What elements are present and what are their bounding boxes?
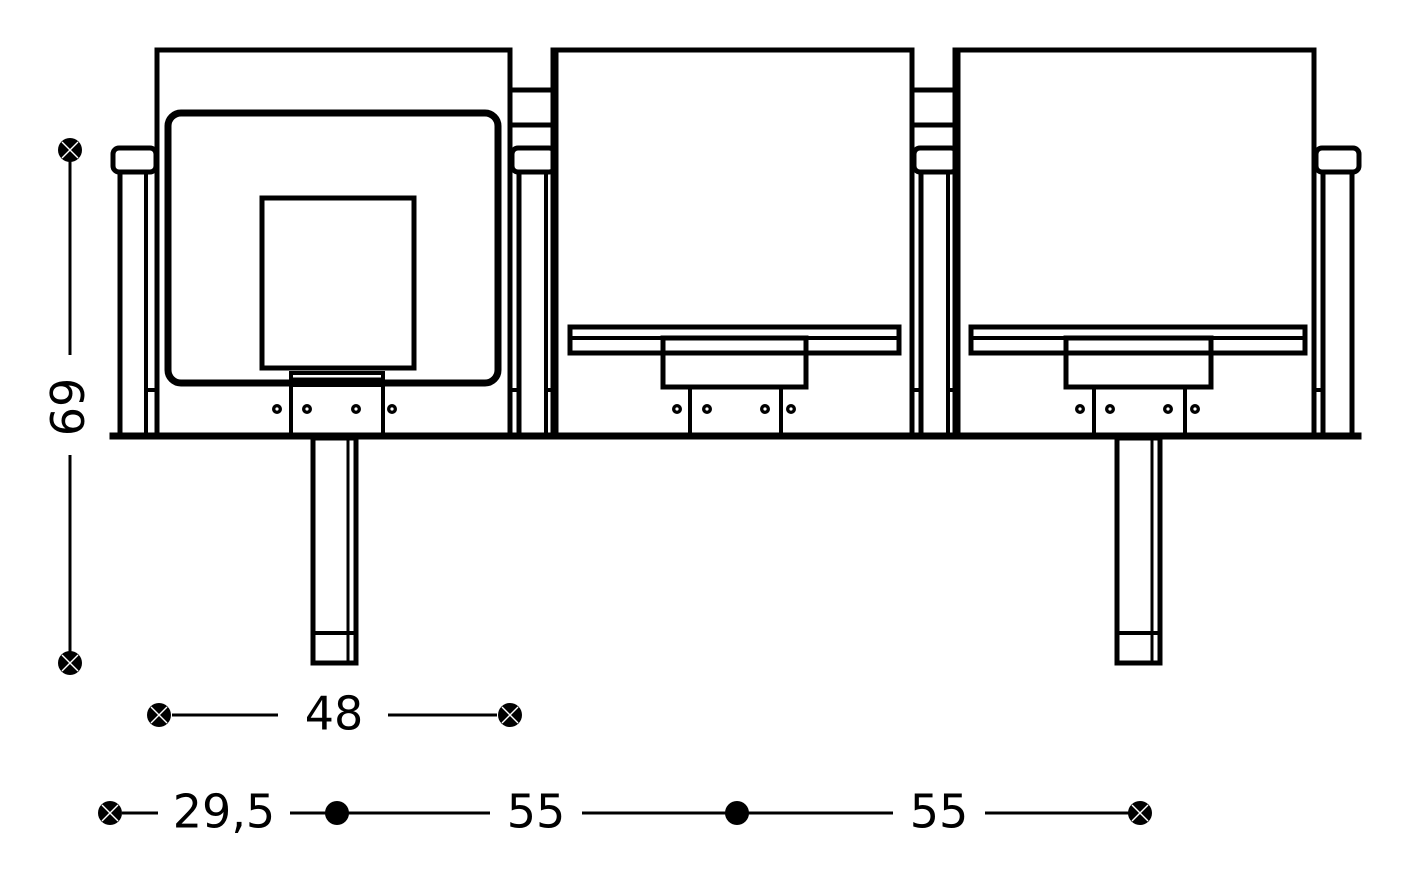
seat-left-inner-plate [259,195,417,371]
bolt-centers-middle [675,407,793,411]
armrest-4-cap [1313,145,1362,175]
dim-69-dot-ticks [61,141,79,672]
dim-endpoint-dot [725,801,749,825]
seat-right-seat-pan [968,324,1308,356]
dim-label-pitch-2: 55 [910,785,969,839]
seat-middle-bracket [660,335,809,390]
divider-1 [507,47,558,439]
armrest-4 [1311,145,1362,439]
bolt-centers-right [1078,407,1197,411]
dim-label-seat-width: 48 [305,687,364,741]
bolt-group-middle [672,404,796,414]
leg-left [310,435,359,666]
armrest-2-cap [509,145,558,175]
leg-right [1114,435,1163,666]
divider-2 [909,47,960,439]
dim-endpoint-dot [325,801,349,825]
seat-middle-back-outer [553,47,915,439]
armrest-3 [910,145,960,439]
seat-left [154,47,513,439]
seat-middle-seat-pan [567,324,902,356]
leg-left-column [310,435,359,666]
dim-label-pitch-1: 55 [507,785,566,839]
leg-right-column [1114,435,1163,666]
dim-label-end-offset: 29,5 [173,785,275,839]
armrest-3-cap [911,145,960,175]
seat-right [955,47,1317,439]
armrest-2 [508,145,558,439]
bolt-centers-left [275,407,394,411]
seat-left-back-inner [164,109,502,387]
seat-right-back-outer [955,47,1317,439]
armrest-1 [110,145,160,439]
armrest-1-cap [110,145,159,175]
dim-label-height: 69 [41,378,95,437]
dim-48-dot-ticks [150,706,519,724]
dim-lower-dot-ticks [101,804,1149,822]
seat-middle [553,47,915,439]
seat-right-bracket [1063,335,1214,390]
seating-assembly [109,47,1362,666]
